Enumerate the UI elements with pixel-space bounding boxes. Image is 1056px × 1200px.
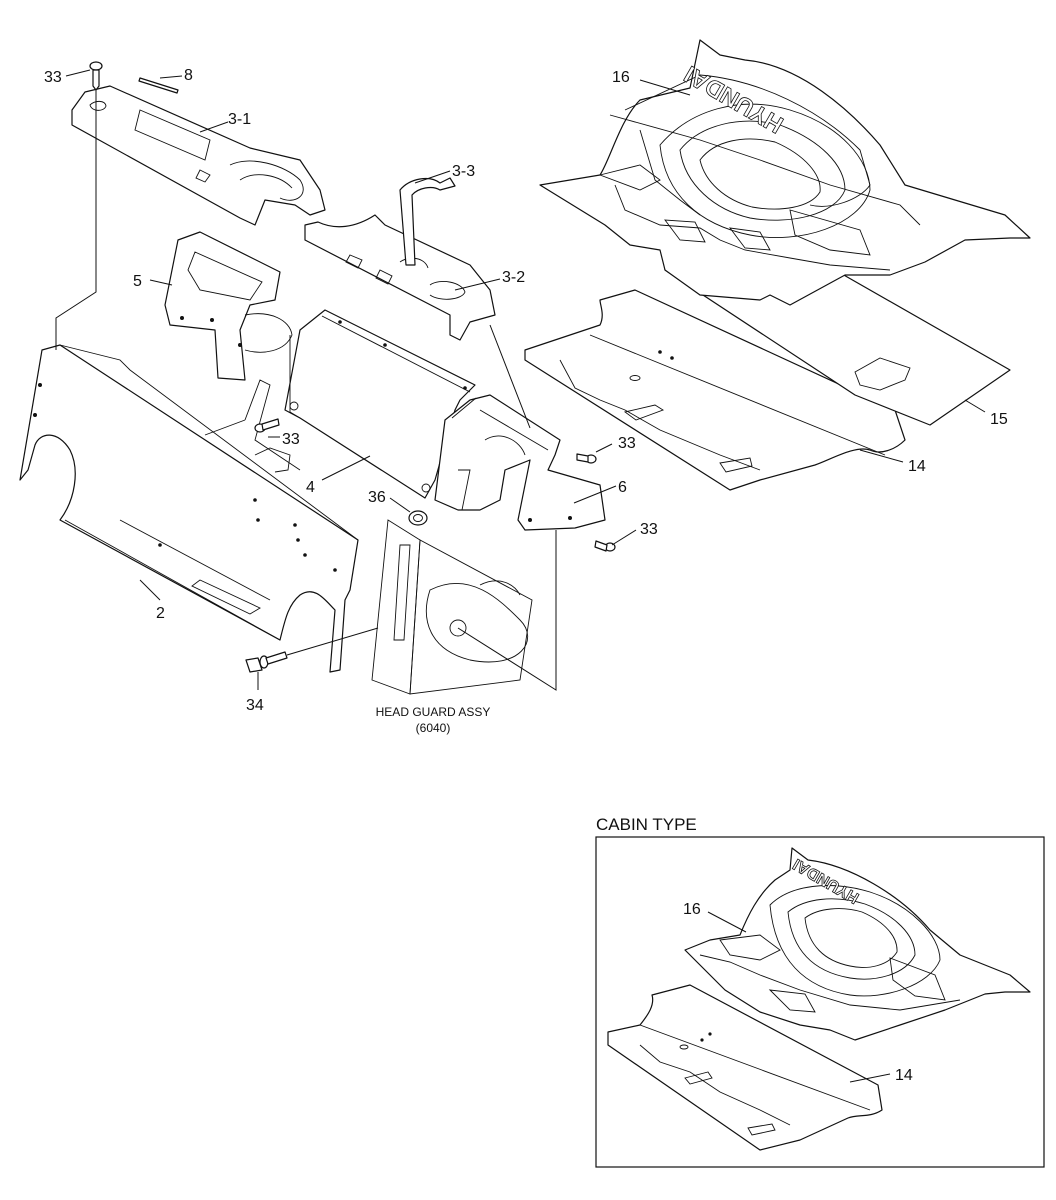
callout-15: 15 [990,411,1008,428]
grommet-36 [408,510,428,526]
leader-lines [55,69,986,691]
callout-6: 6 [618,479,627,496]
callout-5: 5 [133,273,142,290]
screw-33-top [89,61,103,91]
part-4-center-panel [284,309,476,499]
part-5-left-bracket [164,231,293,381]
cabin-part-16-branded-mat: HYUNDAI [684,847,1031,1041]
callout-34: 34 [246,697,264,714]
part-3-1-upper-cover-left [71,85,326,226]
part-3-3-clip [399,177,456,266]
callout-8: 8 [184,67,193,84]
pin-8 [138,77,179,94]
cabin-part-14-floor-mat [607,984,883,1151]
callout-16: 16 [612,69,630,86]
callout-33-right-upper: 33 [618,435,636,452]
callout-14: 14 [908,458,926,475]
screw-33-center [254,418,280,433]
head-guard-assembly [371,519,533,695]
head-guard-note: HEAD GUARD ASSY (6040) [376,705,491,735]
callout-labels: 33 8 3-1 3-3 3-2 5 33 4 36 33 6 33 2 34 … [44,67,1008,714]
screw-33-right-upper [576,453,597,464]
cabin-callout-16: 16 [683,901,701,918]
cabin-callout-14: 14 [895,1067,913,1084]
bolt-34 [245,651,288,673]
callout-3-1: 3-1 [228,111,251,128]
callout-4: 4 [306,479,315,496]
screw-33-right-lower [594,540,616,552]
cabin-type-frame [595,836,1045,1168]
head-guard-title: HEAD GUARD ASSY [376,705,491,719]
cabin-type-inset: CABIN TYPE HYUNDAI 16 14 [595,815,1045,1168]
callout-33-center: 33 [282,431,300,448]
part-16-branded-mat: HYUNDAI [539,39,1031,306]
part-2-rear-panel [19,344,359,673]
part-14-floor-mat [524,289,906,491]
callout-33-top: 33 [44,69,62,86]
head-guard-code: (6040) [416,721,451,735]
callout-2: 2 [156,605,165,622]
callout-3-3: 3-3 [452,163,475,180]
callout-3-2: 3-2 [502,269,525,286]
cabin-type-title: CABIN TYPE [596,815,697,834]
part-6-side-cover [434,394,606,531]
callout-36: 36 [368,489,386,506]
part-3-2-upper-cover-right [304,214,496,341]
callout-33-right-lower: 33 [640,521,658,538]
